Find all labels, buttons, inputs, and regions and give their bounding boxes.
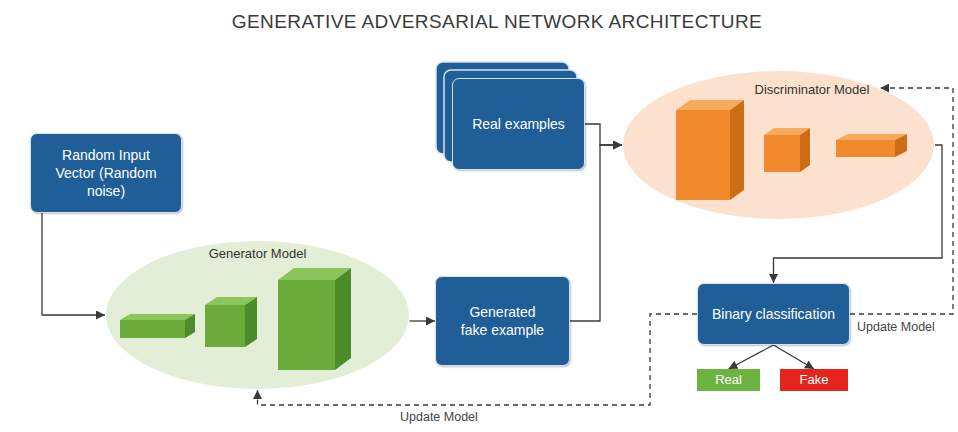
classifier-box: Binary classification <box>697 283 850 345</box>
model-label: Discriminator Model <box>747 82 877 97</box>
ellipse-outline <box>105 240 410 390</box>
box-label: Generated fake example <box>456 303 549 339</box>
model-label: Generator Model <box>105 246 410 261</box>
ellipse-ground <box>106 241 409 389</box>
layer-block <box>205 297 257 347</box>
generator-ellipse: Generator Model <box>105 240 410 390</box>
layer-block <box>836 134 907 157</box>
flow-arrow <box>729 345 774 369</box>
ellipse-ground <box>623 71 934 219</box>
flow-arrow <box>585 124 622 145</box>
layer-block <box>676 100 744 200</box>
edge-label: Update Model <box>398 410 480 424</box>
output-box: Generated fake example <box>435 276 570 366</box>
real-tag: Real <box>697 369 760 391</box>
discriminator-ellipse: Discriminator Model <box>622 70 935 220</box>
box-label: Fake <box>800 372 829 389</box>
box-label: Random Input Vector (Random noise) <box>45 146 167 201</box>
input-box: Random Input Vector (Random noise) <box>30 133 182 213</box>
layer-block <box>120 314 195 338</box>
box-label: Real <box>715 372 742 389</box>
flow-arrow <box>42 213 105 315</box>
diagram-title: GENERATIVE ADVERSARIAL NETWORK ARCHITECT… <box>100 11 894 33</box>
flow-arrow <box>774 345 815 369</box>
flow-arrow <box>570 145 622 321</box>
box-label: Binary classification <box>712 305 835 323</box>
layer-block <box>278 268 351 370</box>
layer-block <box>764 128 810 172</box>
data-card: Real examples <box>452 78 585 170</box>
fake-tag: Fake <box>780 369 848 391</box>
edge-label: Update Model <box>855 320 937 334</box>
box-label: Real examples <box>472 115 565 133</box>
flow-arrow <box>410 320 435 321</box>
